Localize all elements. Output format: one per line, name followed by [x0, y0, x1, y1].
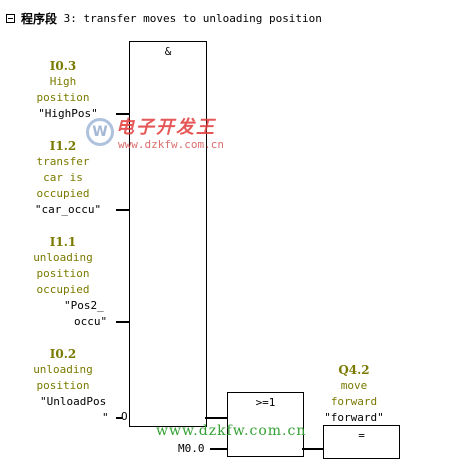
input-1-operand[interactable]: I0.3 High position "HighPos" — [20, 58, 106, 122]
assign-block-op: = — [358, 429, 365, 442]
input-4-pin — [116, 417, 122, 419]
network-header[interactable]: 程序段 3 : transfer moves to unloading posi… — [6, 10, 322, 26]
output-operand[interactable]: Q4.2 move forward "forward" — [316, 362, 392, 426]
input-3-symbol: "Pos2_ — [64, 299, 104, 312]
collapse-icon[interactable] — [6, 13, 15, 23]
input-3-operand[interactable]: I1.1 unloading position occupied "Pos2_ … — [20, 234, 108, 330]
or-block-op: >=1 — [255, 396, 276, 409]
or-output-line — [302, 448, 323, 450]
input-3-symbol: occu" — [74, 315, 108, 328]
input-4-comment-line: position — [36, 379, 90, 392]
watermark-url-bottom: www.dzkfw.com.cn — [156, 423, 307, 439]
input-1-symbol: "HighPos" — [38, 107, 98, 120]
input-3-pin — [116, 321, 129, 323]
output-comment-line: move — [340, 379, 368, 392]
watermark-logo-icon: W — [86, 118, 114, 146]
input-2-comment-line: transfer — [36, 155, 90, 168]
and-block[interactable]: & — [129, 41, 207, 427]
input-2-operand[interactable]: I1.2 transfer car is occupied "car_occu" — [20, 138, 106, 218]
input-3-comment-line: position — [36, 267, 90, 280]
m0-0-pin — [210, 448, 227, 450]
input-2-pin — [116, 209, 129, 211]
input-4-address: I0.2 — [49, 347, 77, 361]
watermark-brand: 电子开发王 — [116, 117, 216, 138]
input-1-address: I0.3 — [49, 59, 77, 73]
network-label: 程序段 — [21, 11, 58, 26]
assign-block[interactable]: = — [323, 425, 400, 459]
input-2-comment-line: car is — [43, 171, 83, 184]
input-4-symbol: "UnloadPos — [40, 395, 107, 408]
input-3-comment-line: occupied — [36, 283, 90, 296]
input-3-comment-line: unloading — [33, 251, 93, 264]
input-4-symbol: " — [102, 411, 109, 424]
output-address: Q4.2 — [338, 363, 370, 377]
input-4-comment-line: unloading — [33, 363, 93, 376]
watermark-url: www.dzkfw.com.cn — [118, 138, 224, 151]
input-2-comment-line: occupied — [36, 187, 90, 200]
m0-0-operand[interactable]: M0.0 — [178, 442, 205, 455]
input-2-symbol: "car_occu" — [34, 203, 102, 216]
input-3-address: I1.1 — [49, 235, 77, 249]
and-block-op: & — [164, 45, 172, 58]
input-2-address: I1.2 — [49, 139, 77, 153]
network-title: : transfer moves to unloading position — [70, 11, 322, 25]
input-4-operand[interactable]: I0.2 unloading position "UnloadPos " — [20, 346, 109, 426]
output-symbol: "forward" — [324, 411, 384, 424]
input-1-pin — [116, 113, 129, 115]
network-number: 3 — [63, 11, 71, 25]
negation-circle: O — [121, 410, 128, 423]
output-comment-line: forward — [330, 395, 378, 408]
and-output-line — [205, 417, 227, 419]
or-block[interactable]: >=1 — [227, 392, 304, 457]
input-1-comment-line: position — [36, 91, 90, 104]
input-1-comment-line: High — [49, 75, 77, 88]
